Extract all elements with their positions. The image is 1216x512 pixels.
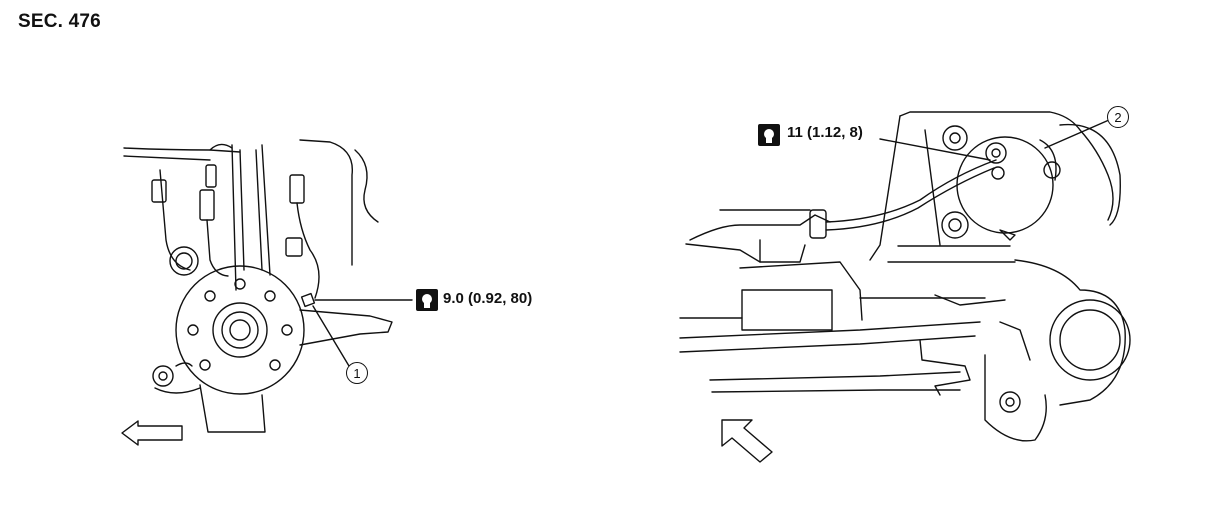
- front-knuckle-assembly: [121, 139, 413, 446]
- torque-spec-front: 9.0 (0.92, 80): [443, 290, 533, 307]
- callout-2: 2: [1107, 106, 1129, 128]
- section-title: SEC. 476: [18, 11, 101, 32]
- callout-1: 1: [346, 362, 368, 384]
- torque-wrench-icon: [416, 289, 438, 311]
- rear-knuckle-assembly: [679, 111, 1131, 463]
- torque-wrench-icon: [758, 124, 780, 146]
- torque-spec-rear: 11 (1.12, 8): [787, 124, 863, 141]
